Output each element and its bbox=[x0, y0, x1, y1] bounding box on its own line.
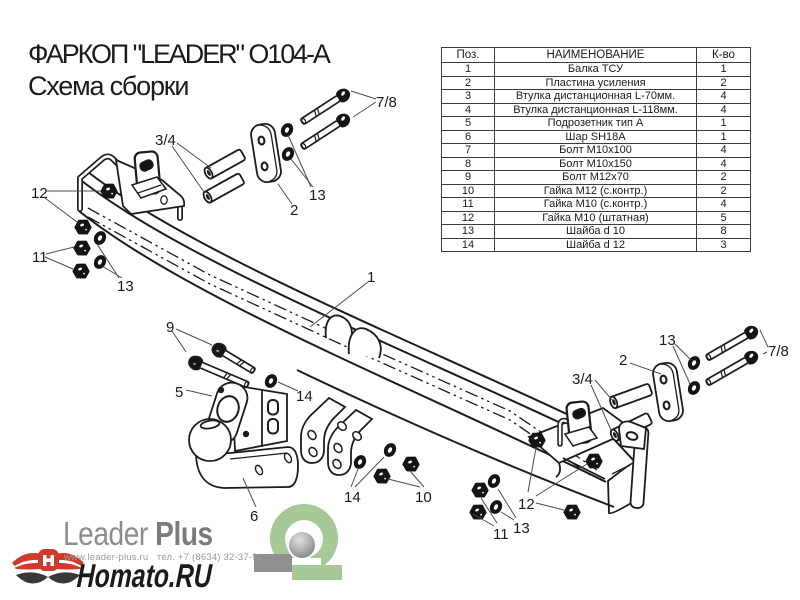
svg-text:10: 10 bbox=[415, 489, 432, 506]
svg-text:14: 14 bbox=[344, 489, 361, 506]
svg-text:11: 11 bbox=[32, 249, 48, 266]
svg-text:6: 6 bbox=[250, 508, 258, 525]
svg-text:1: 1 bbox=[367, 269, 375, 286]
svg-text:2: 2 bbox=[619, 352, 627, 369]
svg-text:2: 2 bbox=[290, 202, 298, 219]
svg-text:9: 9 bbox=[166, 319, 174, 336]
svg-text:13: 13 bbox=[117, 278, 134, 295]
svg-text:7/8: 7/8 bbox=[376, 94, 397, 111]
svg-text:14: 14 bbox=[296, 388, 313, 405]
svg-text:13: 13 bbox=[309, 187, 326, 204]
svg-text:5: 5 bbox=[175, 384, 183, 401]
svg-text:3/4: 3/4 bbox=[572, 371, 593, 388]
svg-text:13: 13 bbox=[659, 332, 676, 349]
svg-text:12: 12 bbox=[518, 496, 535, 513]
svg-text:12: 12 bbox=[31, 185, 48, 202]
svg-text:11: 11 bbox=[493, 526, 509, 543]
svg-text:13: 13 bbox=[513, 520, 530, 537]
svg-text:3/4: 3/4 bbox=[155, 132, 176, 149]
svg-text:7/8: 7/8 bbox=[768, 343, 789, 360]
